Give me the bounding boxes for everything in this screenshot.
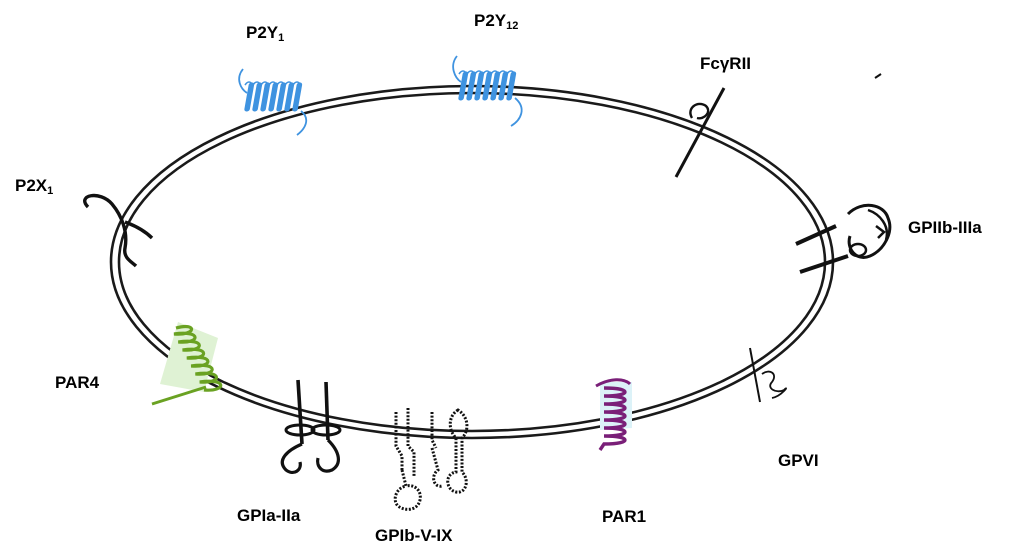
label-par4: PAR4	[55, 373, 100, 392]
label-fcgrii: FcγRII	[700, 54, 752, 73]
transmembrane-helix	[260, 82, 271, 112]
p2y12-receptor-icon	[452, 55, 523, 127]
stray-mark	[874, 73, 882, 79]
p2y1-receptor-icon	[238, 68, 308, 136]
label-par1: PAR1	[602, 507, 647, 526]
gpib-v-ix-receptor-icon	[393, 408, 469, 511]
label-gpvi: GPVI	[778, 451, 819, 470]
label-gpia-iia: GPIa-IIa	[237, 506, 301, 525]
transmembrane-helix	[276, 82, 287, 112]
label-gpib-v-ix: GPIb-V-IX	[375, 526, 453, 545]
transmembrane-helix	[268, 82, 279, 112]
transmembrane-helix	[252, 82, 263, 112]
transmembrane-helix	[244, 82, 255, 112]
fcgrii-receptor-icon	[674, 87, 726, 178]
label-p2y12: P2Y12	[474, 11, 519, 32]
par1-receptor-icon	[595, 378, 632, 451]
gpvi-receptor-icon	[749, 347, 787, 403]
par4-receptor-icon	[151, 322, 223, 406]
label-p2x1: P2X1	[15, 176, 54, 197]
label-gpiib-iiia: GPIIb-IIIa	[908, 218, 982, 237]
transmembrane-helix	[284, 82, 295, 112]
gpia-iia-receptor-icon	[280, 379, 342, 475]
label-p2y1: P2Y1	[246, 23, 285, 44]
gpiib-iiia-receptor-icon	[795, 203, 892, 274]
p2x1-receptor-icon	[83, 193, 154, 268]
